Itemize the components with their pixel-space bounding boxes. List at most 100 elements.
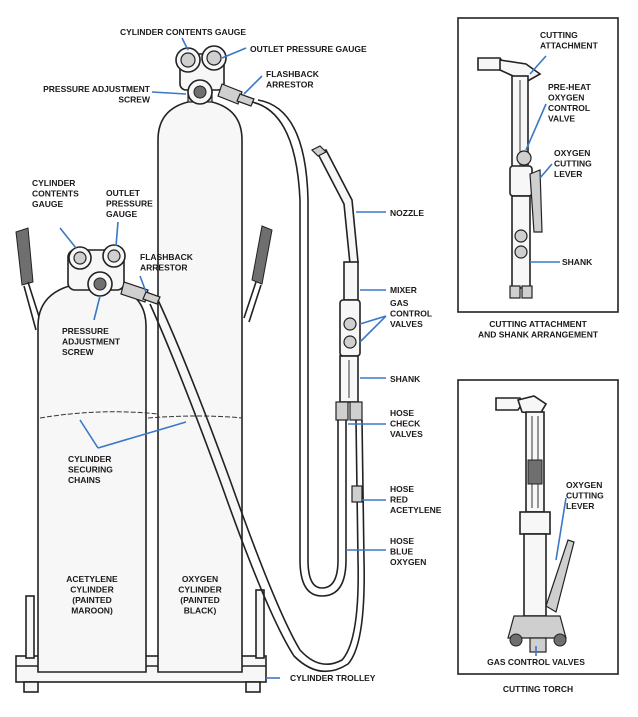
caption-cutting-torch: CUTTING TORCH [503,684,573,694]
label-line: CHECK [390,419,421,429]
label-line: OXYGEN [390,557,426,567]
label-line: CUTTING [540,30,578,40]
label-trolley: CYLINDER TROLLEY [290,673,376,683]
hose-red-acetylene [157,299,359,666]
label-line: ARRESTOR [140,263,188,273]
trolley-right-frame [243,281,262,323]
label-line: PRESSURE [106,199,153,209]
label-line: FLASHBACK [140,252,194,262]
label-line: CYLINDER TROLLEY [290,673,376,683]
label-line: CUTTING TORCH [503,684,573,694]
label-line: CUTTING [566,491,604,501]
label-line: MAROON) [71,606,113,616]
preheat-valve-knob [516,150,532,166]
label-line: OXYGEN [548,93,584,103]
label-shank: SHANK [390,374,421,384]
label-line: GAUGE [32,199,64,209]
label-line: CONTROL [548,103,590,113]
label-shank-top: SHANK [562,257,593,267]
label-line: GAUGE [106,209,138,219]
label-line: OXYGEN [182,574,218,584]
hoses [149,99,365,673]
labels: CYLINDER CONTENTS GAUGE OUTLET PRESSURE … [32,27,604,694]
label-line: CUTTING ATTACHMENT [489,319,587,329]
label-line: HOSE [390,484,414,494]
label-line: HOSE [390,408,414,418]
label-line: CUTTING [554,159,592,169]
label-line: CYLINDER [178,585,221,595]
label-oxy-contents-gauge: CYLINDER CONTENTS GAUGE [120,27,246,37]
label-line: OXYGEN [566,480,602,490]
label-line: SECURING [68,465,113,475]
oxygen-cutting-lever [529,169,543,233]
panel-cutting-torch [457,379,619,675]
label-line: MIXER [390,285,417,295]
cutting-torch-drawing [495,395,575,653]
label-line: ADJUSTMENT [62,337,121,347]
label-line: ACETYLENE [390,505,442,515]
label-line: NOZZLE [390,208,424,218]
label-line: CONTROL [390,309,432,319]
label-oxy-outlet-gauge: OUTLET PRESSURE GAUGE [250,44,367,54]
label-line: ACETYLENE [66,574,118,584]
label-line: ARRESTOR [266,80,314,90]
oxygen-cylinder [157,45,255,673]
torch-mixer [343,261,359,301]
label-line: CONTENTS [32,189,79,199]
label-line: CYLINDER CONTENTS GAUGE [120,27,246,37]
label-line: SHANK [390,374,421,384]
label-line: PRE-HEAT [548,82,592,92]
panel-cutting-attachment [457,17,619,313]
label-nozzle: NOZZLE [390,208,424,218]
label-line: LEVER [554,169,582,179]
leader-lines [59,37,567,679]
label-line: OUTLET PRESSURE GAUGE [250,44,367,54]
label-line: HOSE [390,536,414,546]
label-line: SCREW [62,347,95,357]
torch-oxygen-cutting-lever [545,539,575,613]
label-line: CYLINDER [68,454,111,464]
label-line: VALVES [390,429,423,439]
label-line: (PAINTED [180,595,220,605]
label-line: PRESSURE [62,326,109,336]
label-line: CYLINDER [70,585,113,595]
trolley-handle-right [251,225,273,285]
label-line: GAS CONTROL VALVES [487,657,585,667]
label-line: FLASHBACK [266,69,320,79]
label-line: CYLINDER [32,178,75,188]
label-line: VALVES [390,319,423,329]
hose-blue-oxygen [251,101,347,597]
oxygen-flashback-arrestor [217,83,243,105]
label-line: OUTLET [106,188,141,198]
label-line: BLUE [390,547,413,557]
label-line: (PAINTED [72,595,112,605]
acetylene-flashback-arrestor [120,281,149,303]
torch-nozzle [316,148,359,266]
label-line: LEVER [566,501,594,511]
label-line: ATTACHMENT [540,41,599,51]
label-line: SHANK [562,257,593,267]
label-line: RED [390,495,408,505]
label-mixer: MIXER [390,285,417,295]
label-line: SCREW [118,95,151,105]
trolley-handle-left [15,227,34,286]
label-line: BLACK) [184,606,217,616]
label-line: PRESSURE ADJUSTMENT [43,84,151,94]
label-line: CHAINS [68,475,101,485]
oxygen-regulator [175,45,255,107]
cylinder-securing-chains [39,411,243,419]
